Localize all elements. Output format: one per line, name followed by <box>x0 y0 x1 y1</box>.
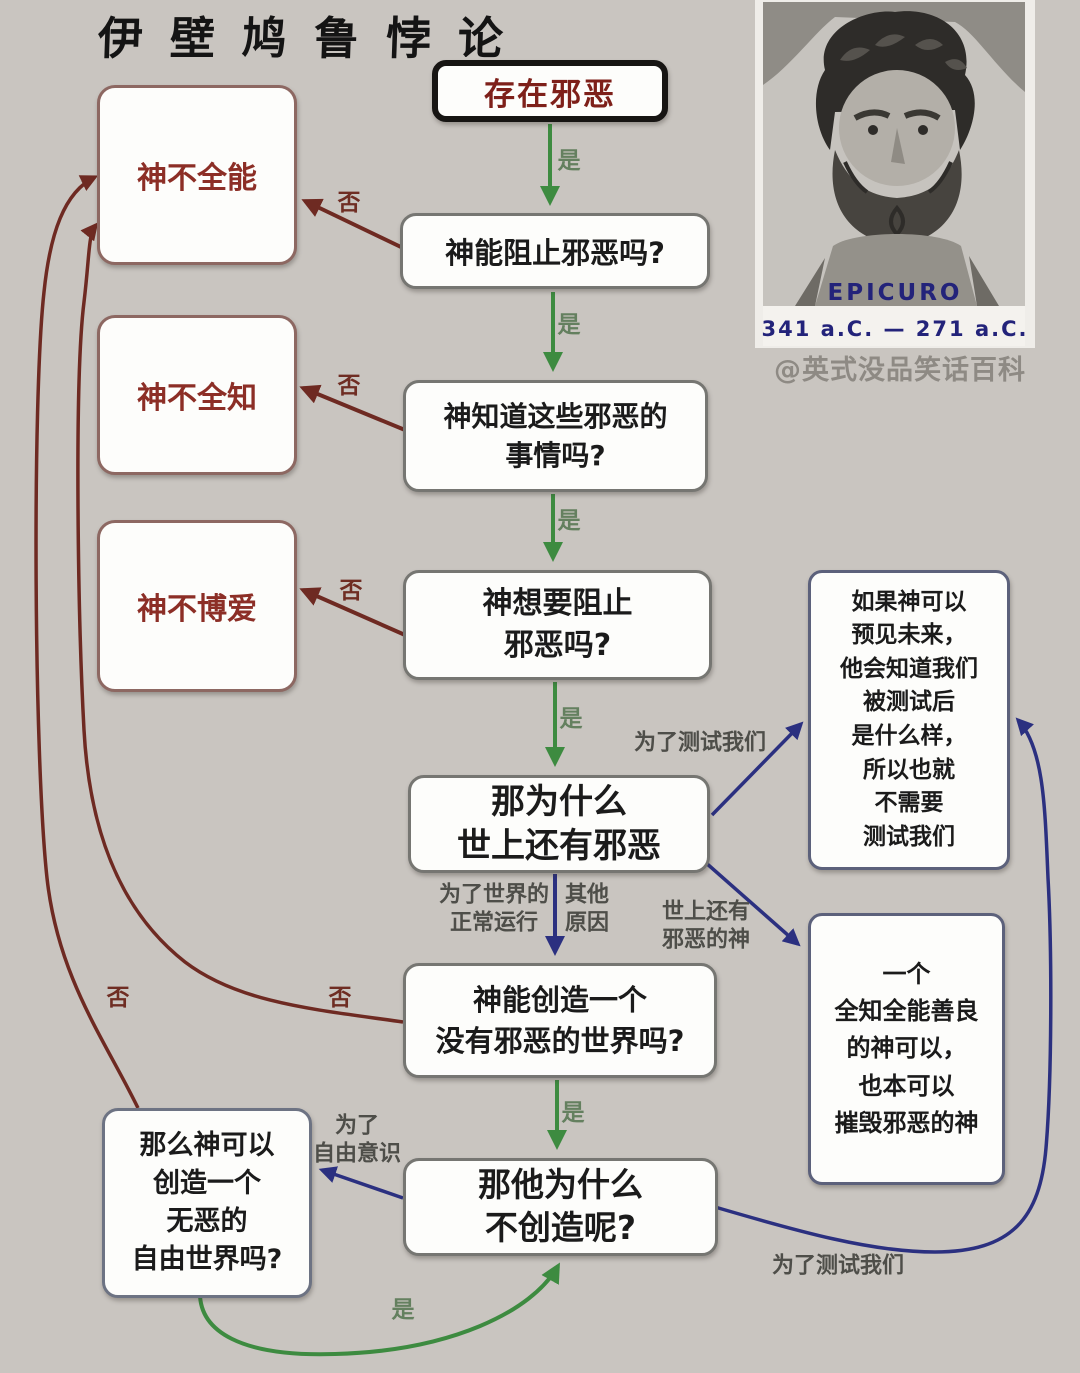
edge-label-yes-3: 是 <box>557 508 581 534</box>
node-free-world-without-evil: 那么神可以 创造一个 无恶的 自由世界吗? <box>102 1108 312 1298</box>
edge-label-yes-5: 是 <box>561 1100 585 1126</box>
epicurus-portrait-image: EPICURO 341 a.C. — 271 a.C. <box>755 0 1035 348</box>
edge-label-for-world-operation: 为了世界的 正常运行 <box>438 882 550 936</box>
edge-label-yes-1: 是 <box>557 148 581 174</box>
edge-label-no-2: 否 <box>337 373 361 399</box>
node-can-god-prevent-evil: 神能阻止邪恶吗? <box>400 213 710 289</box>
watermark: @英式没品笑话百科 <box>774 355 1026 386</box>
edge-label-no-5: 否 <box>328 985 352 1011</box>
node-god-foresees-no-test-needed: 如果神可以 预见未来， 他会知道我们 被测试后 是什么样， 所以也就 不需要 测… <box>808 570 1010 870</box>
edge-label-no-1: 否 <box>337 190 361 216</box>
edge-label-other-reasons: 其他 原因 <box>564 882 610 936</box>
node-god-not-omniscient: 神不全知 <box>97 315 297 475</box>
edge-label-yes-4: 是 <box>559 706 583 732</box>
edge-label-free-will: 为了 自由意识 <box>312 1113 402 1167</box>
epicurus-portrait: EPICURO 341 a.C. — 271 a.C. <box>755 0 1035 348</box>
edge-label-to-test-us-top: 为了测试我们 <box>633 730 767 756</box>
edge-q1-not-omnipotent <box>301 198 404 250</box>
edge-q4-foresee <box>710 721 804 817</box>
node-why-not-create-it: 那他为什么 不创造呢? <box>403 1158 718 1256</box>
node-can-god-create-world-without-evil: 神能创造一个 没有邪恶的世界吗? <box>403 963 717 1078</box>
edge-q4-destroy <box>703 860 801 947</box>
portrait-caption: EPICURO <box>828 280 963 306</box>
edge-q5-not-omnipotent <box>76 222 404 1024</box>
edge-label-yes-6: 是 <box>391 1297 415 1323</box>
node-evil-exists: 存在邪恶 <box>432 60 668 122</box>
node-god-not-benevolent: 神不博爱 <box>97 520 297 692</box>
page-title: 伊壁鸠鲁悖论 <box>96 12 531 65</box>
edge-label-no-4: 否 <box>106 985 130 1011</box>
node-god-not-omnipotent: 神不全能 <box>97 85 297 265</box>
edge-freeworld-q6 <box>197 1262 560 1357</box>
edge-label-no-3: 否 <box>339 578 363 604</box>
edge-label-evil-god-exists: 世上还有 邪恶的神 <box>661 899 751 953</box>
edge-freeworld-not-omnipotent <box>34 175 140 1109</box>
node-does-god-want-to-stop-evil: 神想要阻止 邪恶吗? <box>403 570 712 680</box>
node-why-is-there-evil: 那为什么 世上还有邪恶 <box>408 775 710 873</box>
edge-label-to-test-us-bottom: 为了测试我们 <box>771 1253 905 1279</box>
edge-q3-not-benevolent <box>299 587 406 637</box>
edge-label-yes-2: 是 <box>557 312 581 338</box>
edge-q6-freeworld <box>318 1166 404 1200</box>
node-good-god-could-destroy-evil-god: 一个 全知全能善良 的神可以， 也本可以 摧毁邪恶的神 <box>808 913 1005 1185</box>
portrait-years: 341 a.C. — 271 a.C. <box>762 317 1029 341</box>
edge-q6-foresee <box>714 717 1053 1254</box>
edge-q2-not-omniscient <box>299 384 406 432</box>
node-does-god-know-evil: 神知道这些邪恶的 事情吗? <box>403 380 708 492</box>
